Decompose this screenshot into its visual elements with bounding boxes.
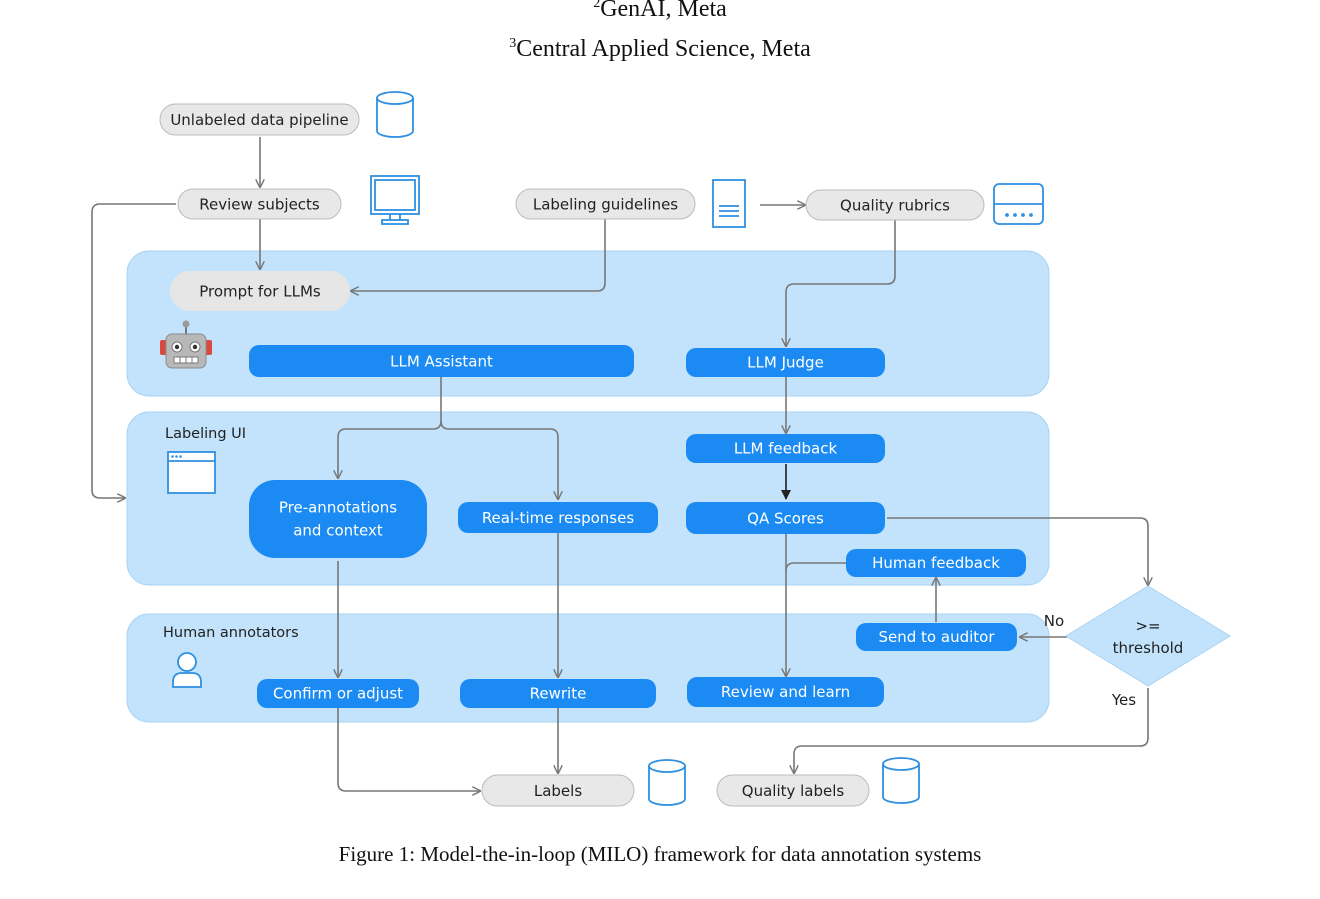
robot-icon	[160, 320, 212, 369]
review-subjects-node	[177, 188, 342, 220]
confirm-or-adjust-node	[257, 679, 419, 708]
edge-humanfeedback-review	[785, 562, 846, 572]
labeling-guidelines-label: Labeling guidelines	[533, 196, 678, 214]
edge-qa-threshold	[887, 517, 1148, 585]
send-to-auditor-label: Send to auditor	[879, 628, 996, 646]
edge-review-labelingui	[91, 203, 176, 498]
document-icon	[712, 179, 746, 228]
human-feedback-label: Human feedback	[872, 554, 1000, 572]
prompt-for-llms-node	[170, 271, 350, 311]
user-icon	[172, 652, 202, 688]
llm-assistant-label: LLM Assistant	[390, 353, 493, 371]
database-icon	[376, 91, 414, 138]
llm-feedback-node	[686, 434, 885, 463]
labels-label: Labels	[534, 782, 582, 800]
threshold-label-line2: threshold	[1113, 639, 1184, 657]
edge-rubrics-judge	[786, 220, 896, 346]
pre-annotations-label-line2: and context	[293, 522, 383, 540]
labels-database-icon	[648, 759, 686, 806]
edge-assistant-split	[338, 377, 442, 478]
qa-scores-label: QA Scores	[747, 510, 824, 528]
rewrite-node	[460, 679, 656, 708]
rewrite-label: Rewrite	[530, 685, 587, 703]
quality-labels-database-icon	[882, 757, 920, 804]
labels-node	[481, 774, 635, 807]
unlabeled-data-pipeline-label: Unlabeled data pipeline	[170, 111, 348, 129]
edge-guidelines-prompt	[351, 219, 606, 291]
edge-label-no: No	[1044, 612, 1064, 630]
labeling-ui-label: Labeling UI	[165, 426, 246, 442]
prompt-for-llms-label: Prompt for LLMs	[199, 283, 321, 301]
human-feedback-node	[846, 549, 1026, 577]
edge-confirm-labels	[337, 708, 480, 791]
quality-rubrics-label: Quality rubrics	[840, 197, 950, 215]
threshold-diamond	[1065, 585, 1231, 687]
edge-threshold-qualitylabels	[794, 688, 1149, 773]
threshold-label-line1: >=	[1135, 617, 1160, 635]
labeling-guidelines-node	[515, 188, 696, 220]
realtime-responses-label: Real-time responses	[482, 509, 635, 527]
browser-window-icon	[167, 451, 216, 494]
pre-annotations-label-line1: Pre-annotations	[279, 499, 397, 517]
quality-labels-node	[716, 774, 870, 807]
monitor-icon	[370, 175, 420, 225]
llm-feedback-label: LLM feedback	[734, 440, 838, 458]
review-and-learn-node	[687, 677, 884, 707]
pre-annotations-node	[249, 480, 427, 558]
affiliation-cas: 3Central Applied Science, Meta	[509, 36, 811, 62]
review-subjects-label: Review subjects	[199, 196, 320, 214]
realtime-responses-node	[458, 502, 658, 533]
review-and-learn-label: Review and learn	[721, 683, 850, 701]
llm-judge-label: LLM Judge	[747, 354, 824, 372]
confirm-or-adjust-label: Confirm or adjust	[273, 685, 403, 703]
quality-labels-label: Quality labels	[742, 782, 845, 800]
affiliation-genai: 2GenAI, Meta	[593, 0, 727, 22]
edge-assistant-realtime	[440, 420, 558, 499]
figure-caption: Figure 1: Model-the-in-loop (MILO) frame…	[338, 842, 982, 866]
send-to-auditor-node	[856, 623, 1017, 651]
unlabeled-data-pipeline-node	[159, 103, 360, 136]
quality-rubrics-node	[805, 189, 985, 221]
qa-scores-node	[686, 502, 885, 534]
password-field-icon	[993, 183, 1044, 225]
edge-label-yes: Yes	[1111, 691, 1136, 709]
human-annotators-label: Human annotators	[163, 625, 299, 641]
llm-assistant-node	[249, 345, 634, 377]
llm-judge-node	[686, 348, 885, 377]
